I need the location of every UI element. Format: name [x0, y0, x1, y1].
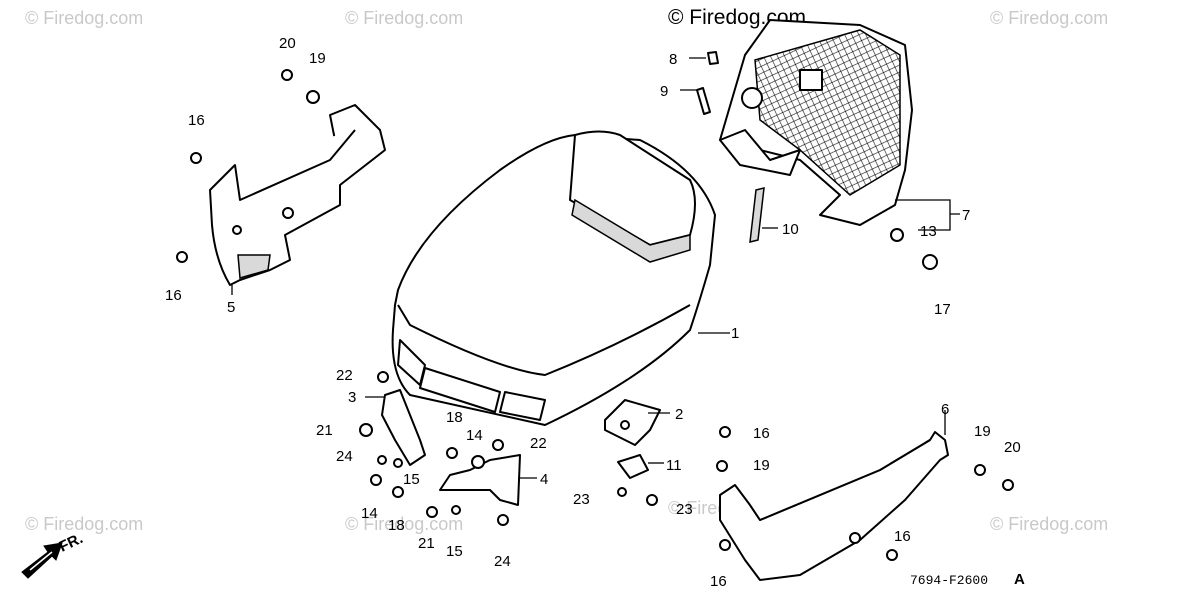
callout-17: 17 — [934, 301, 951, 318]
callout-2: 2 — [675, 406, 683, 423]
watermark-top-left: © Firedog.com — [25, 8, 143, 28]
part-front-bottom-cover — [719, 431, 949, 581]
callout-10: 10 — [782, 221, 799, 238]
callout-13: 13 — [920, 223, 937, 240]
watermark-bottom-center: © Firedog.com — [345, 514, 463, 534]
watermark-top-center: © Firedog.com — [345, 8, 463, 28]
part-bracket-3 — [381, 389, 426, 466]
part-strip-10 — [749, 187, 765, 243]
callout-16b: 16 — [165, 287, 182, 304]
part-bracket-4 — [439, 454, 521, 506]
callout-11: 11 — [666, 457, 682, 474]
callout-23a: 23 — [573, 491, 590, 508]
callout-20b: 20 — [1004, 439, 1021, 456]
callout-19c: 19 — [974, 423, 991, 440]
callout-8: 8 — [669, 51, 677, 68]
callout-21a: 21 — [316, 422, 333, 439]
callout-20a: 20 — [279, 35, 296, 52]
part-clip-8 — [707, 51, 719, 65]
front-direction-arrow — [21, 542, 63, 579]
diagram-code: 7694-F2600 — [910, 573, 988, 588]
part-strip-9 — [696, 87, 711, 115]
callout-19a: 19 — [309, 50, 326, 67]
callout-16c: 16 — [753, 425, 770, 442]
callout-14a: 14 — [466, 427, 483, 444]
callout-9: 9 — [660, 83, 668, 100]
watermark-top-right: © Firedog.com — [990, 8, 1108, 28]
callout-23b: 23 — [676, 501, 693, 518]
diagram-code-suffix: A — [1014, 571, 1025, 588]
callout-16d: 16 — [710, 573, 727, 590]
callout-6: 6 — [941, 401, 949, 418]
callout-4: 4 — [540, 471, 548, 488]
watermark-bottom-left: © Firedog.com — [25, 514, 143, 534]
callout-14b: 14 — [361, 505, 378, 522]
callout-7: 7 — [962, 207, 970, 224]
callout-24b: 24 — [494, 553, 511, 570]
callout-21b: 21 — [418, 535, 435, 552]
part-bracket-11 — [617, 454, 649, 479]
callout-16a: 16 — [188, 112, 205, 129]
callout-24a: 24 — [336, 448, 353, 465]
callout-22b: 22 — [530, 435, 547, 452]
part-bracket-2 — [604, 399, 661, 446]
leader-lines — [231, 57, 960, 479]
part-rear-cover — [719, 19, 913, 226]
part-engine-cover — [391, 130, 716, 426]
callout-16e: 16 — [894, 528, 911, 545]
callout-15b: 15 — [446, 543, 463, 560]
fasteners — [176, 69, 1014, 561]
callout-1: 1 — [731, 325, 739, 342]
part-left-bracket — [209, 104, 386, 286]
callout-15a: 15 — [403, 471, 420, 488]
watermark-bottom-right: © Firedog.com — [990, 514, 1108, 534]
callout-22a: 22 — [336, 367, 353, 384]
callout-5: 5 — [227, 299, 235, 316]
callout-18b: 18 — [388, 517, 405, 534]
callout-18a: 18 — [446, 409, 463, 426]
callout-19b: 19 — [753, 457, 770, 474]
callout-3: 3 — [348, 389, 356, 406]
